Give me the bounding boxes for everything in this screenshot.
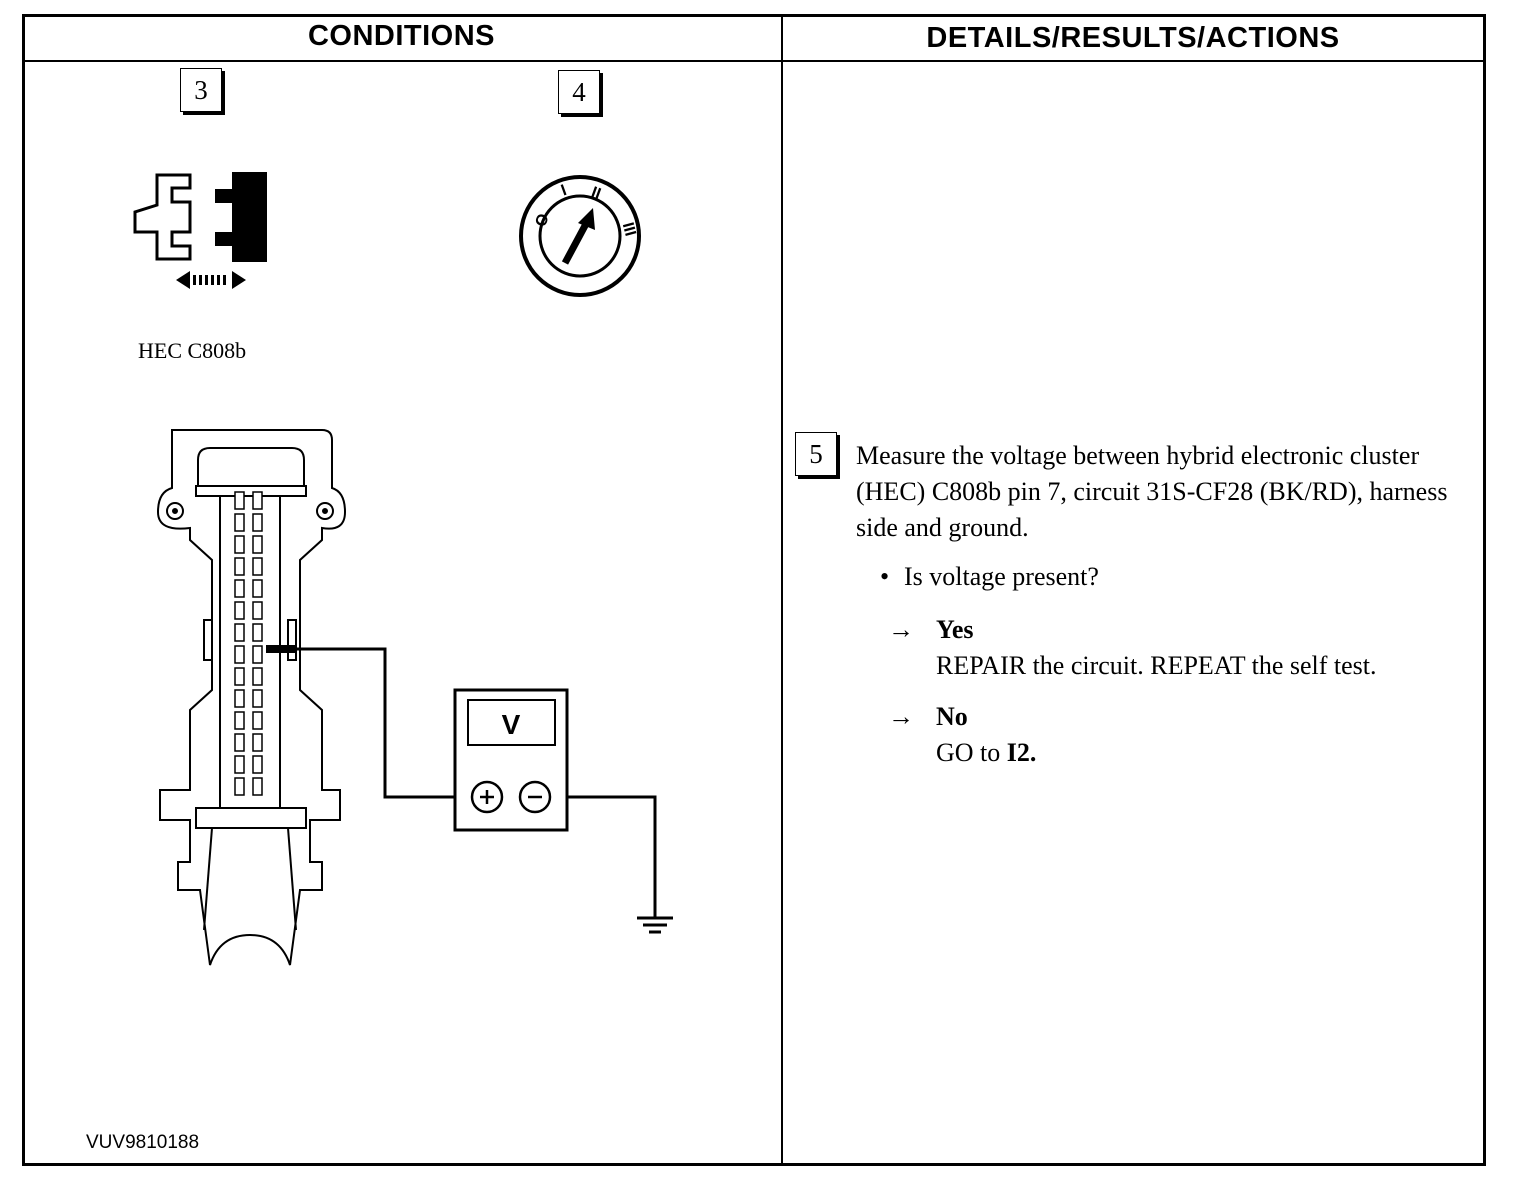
pin-cavity: [234, 777, 245, 796]
pin-cavity: [252, 623, 263, 642]
pin-cavity: [252, 579, 263, 598]
answer-no-action-ref: I2.: [1006, 738, 1037, 767]
answer-yes-label: Yes: [936, 615, 974, 644]
pin-cavity: [234, 667, 245, 686]
step-3-box: 3: [180, 68, 222, 112]
pin-cavity: [252, 557, 263, 576]
pin-cavity: [252, 535, 263, 554]
column-divider: [781, 14, 783, 1166]
arrow-icon: →: [888, 615, 914, 644]
pin-cavity: [234, 601, 245, 620]
page-frame: [22, 14, 1486, 1166]
pin-cavity: [234, 645, 245, 664]
step-5-box: 5: [795, 432, 837, 476]
connector-pins: [234, 491, 263, 796]
ignition-iii-label: III: [619, 221, 639, 238]
pin-cavity: [252, 689, 263, 708]
conditions-header: CONDITIONS: [307, 20, 496, 52]
pin-cavity: [234, 623, 245, 642]
ignition-off-label: O: [532, 212, 552, 230]
connector-housing: [156, 429, 347, 966]
step-4-box: 4: [558, 70, 600, 114]
figure-id: VUV9810188: [86, 1132, 200, 1153]
ignition-switch-icon: O I II III: [519, 175, 641, 297]
answer-yes-action: REPAIR the circuit. REPEAT the self test…: [936, 651, 1377, 680]
pin-cavity: [252, 491, 263, 510]
pin-cavity: [234, 579, 245, 598]
voltmeter-display: V: [502, 709, 521, 740]
pin-cavity: [252, 777, 263, 796]
question-item: •Is voltage present?: [880, 562, 1099, 591]
test-leads: [266, 645, 657, 918]
pin-cavity: [234, 513, 245, 532]
pin-cavity: [234, 535, 245, 554]
arrow-icon: →: [888, 702, 914, 731]
pin-cavity: [252, 601, 263, 620]
step-5-instruction: Measure the voltage between hybrid elect…: [856, 441, 1448, 542]
question-text: Is voltage present?: [904, 562, 1099, 591]
pin-cavity: [252, 645, 263, 664]
pin-cavity: [234, 491, 245, 510]
pin-cavity: [252, 513, 263, 532]
pin-cavity: [234, 557, 245, 576]
answer-no-label: No: [936, 702, 968, 731]
pin-cavity: [234, 733, 245, 752]
pin-cavity: [234, 689, 245, 708]
ground-icon: [637, 916, 673, 934]
voltmeter: V: [453, 688, 569, 832]
pin-cavity: [252, 733, 263, 752]
details-header: DETAILS/RESULTS/ACTIONS: [926, 22, 1340, 54]
header-divider: [22, 60, 1486, 62]
connector-caption: HEC C808b: [138, 338, 247, 363]
pin-cavity: [234, 755, 245, 774]
pin-cavity: [252, 667, 263, 686]
pin-cavity: [252, 711, 263, 730]
ignition-i-label: I: [559, 182, 569, 199]
answer-no-action-prefix: GO to: [936, 738, 1007, 767]
answer-no-action: GO to I2.: [936, 735, 1036, 771]
pin-cavity: [234, 711, 245, 730]
pin-cavity: [252, 755, 263, 774]
disconnect-connector-icon: [133, 172, 267, 289]
